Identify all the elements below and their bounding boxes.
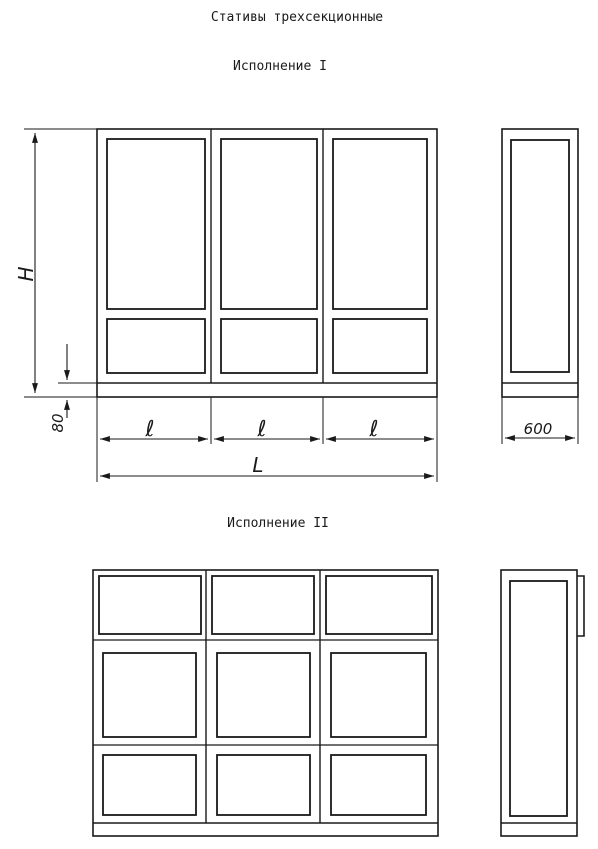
middle-panel [102,652,197,738]
bottom-panel [330,754,427,816]
top-panel [325,575,433,635]
variant-1-label: Исполнение I [233,59,327,74]
base-height-label: 80 [49,413,67,432]
height-label: H [14,266,38,281]
side-panel [509,580,568,817]
section-width-label: ℓ [144,417,154,442]
bottom-panel [216,754,311,816]
section-width-label: ℓ [256,417,266,442]
frame-outline [96,128,438,398]
side-outline [501,128,579,398]
lower-panel [106,318,206,374]
depth-label: 600 [524,420,553,438]
total-length-label: L [252,453,263,477]
side-outline [500,569,578,837]
top-panel [98,575,202,635]
variant-1-dimensions: H 80 ℓ ℓ ℓ L [14,128,438,482]
middle-panel [216,652,311,738]
upper-panel [332,138,428,310]
upper-panel [220,138,318,310]
lower-panel [220,318,318,374]
variant-2-side-view [500,569,585,837]
variant-1-side-view: 600 [501,128,579,444]
lower-panel [332,318,428,374]
variant-1-front-view [96,128,438,398]
bottom-panel [102,754,197,816]
section-width-label: ℓ [368,417,378,442]
upper-panel [106,138,206,310]
page-title: Стативы трехсекционные [211,10,383,25]
frame-outline [92,569,439,837]
middle-panel [330,652,427,738]
variant-2-label: Исполнение II [227,516,329,531]
side-panel [510,139,570,373]
top-panel [211,575,315,635]
variant-2-front-view [92,569,439,837]
top-shelf-overhang [577,575,585,637]
